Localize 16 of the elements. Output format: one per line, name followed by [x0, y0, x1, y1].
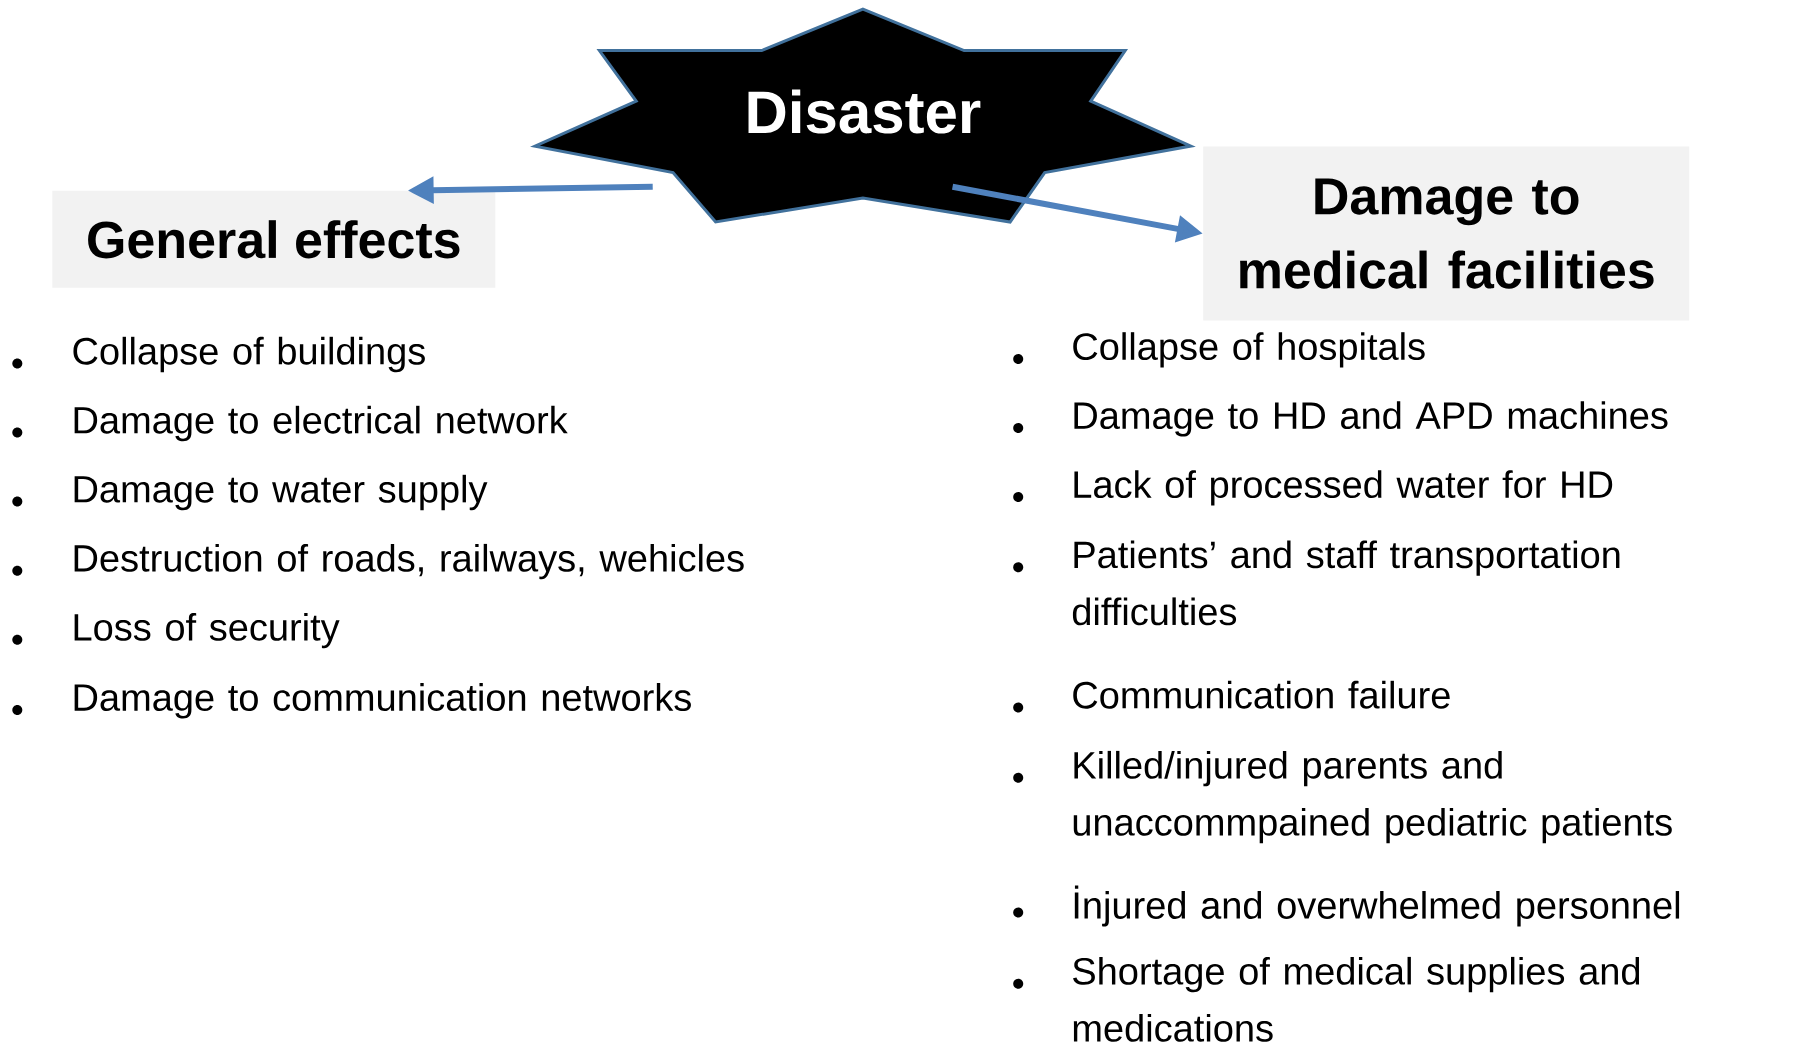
heading-box: General effects	[52, 190, 496, 288]
list-item: Damage to communication networks	[74, 683, 691, 719]
list-item: Damage to electrical network	[74, 405, 568, 442]
list-item: Patients’ and staff transportation difficulties	[1072, 540, 1620, 626]
list-item: Communication failure	[1073, 680, 1450, 709]
list-item: Damage to HD and APD machines	[1074, 401, 1668, 437]
list-item: Killed/injured parents and unaccommpained pediatric patients	[1073, 750, 1672, 844]
list-item: Lack of processed water for HD	[1074, 470, 1613, 506]
list-item: İnjured and overwhelmed personnel	[1074, 885, 1680, 927]
list-item: Loss of security	[74, 612, 340, 649]
list-item: Destruction of roads, railways, wehicles	[74, 543, 744, 580]
list-item: Damage to water supply	[74, 474, 488, 511]
list-item: Collapse of buildings	[73, 336, 425, 373]
list-item: Shortage of medical supplies and medications	[1073, 956, 1640, 1042]
heading-box: Damage to medical facilities	[1203, 146, 1690, 321]
list-item: Collapse of hospitals	[1073, 332, 1425, 368]
